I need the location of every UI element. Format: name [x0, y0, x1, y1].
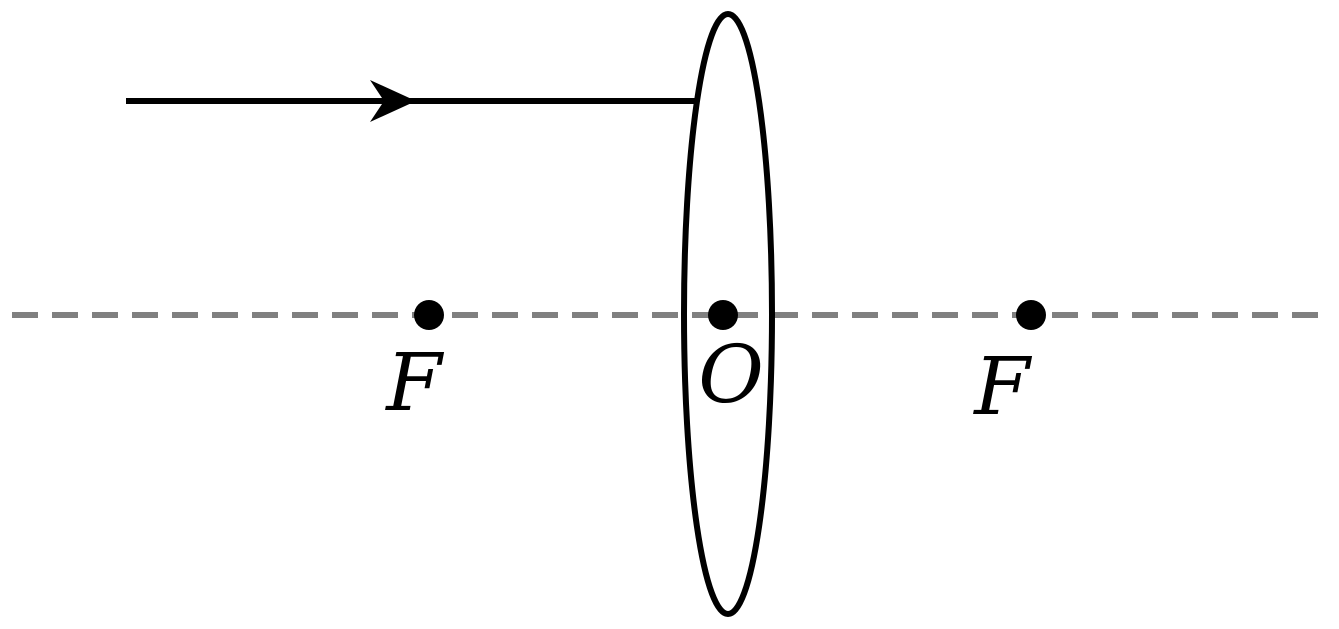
optical-center-point [708, 300, 738, 330]
focal-point-left [414, 300, 444, 330]
focal-point-right [1016, 300, 1046, 330]
focus-label-right: F [972, 340, 1032, 433]
convex-lens [681, 11, 775, 617]
center-label: O [698, 328, 764, 421]
arrowhead-right-icon [370, 80, 416, 122]
focus-label-left: F [384, 336, 444, 429]
